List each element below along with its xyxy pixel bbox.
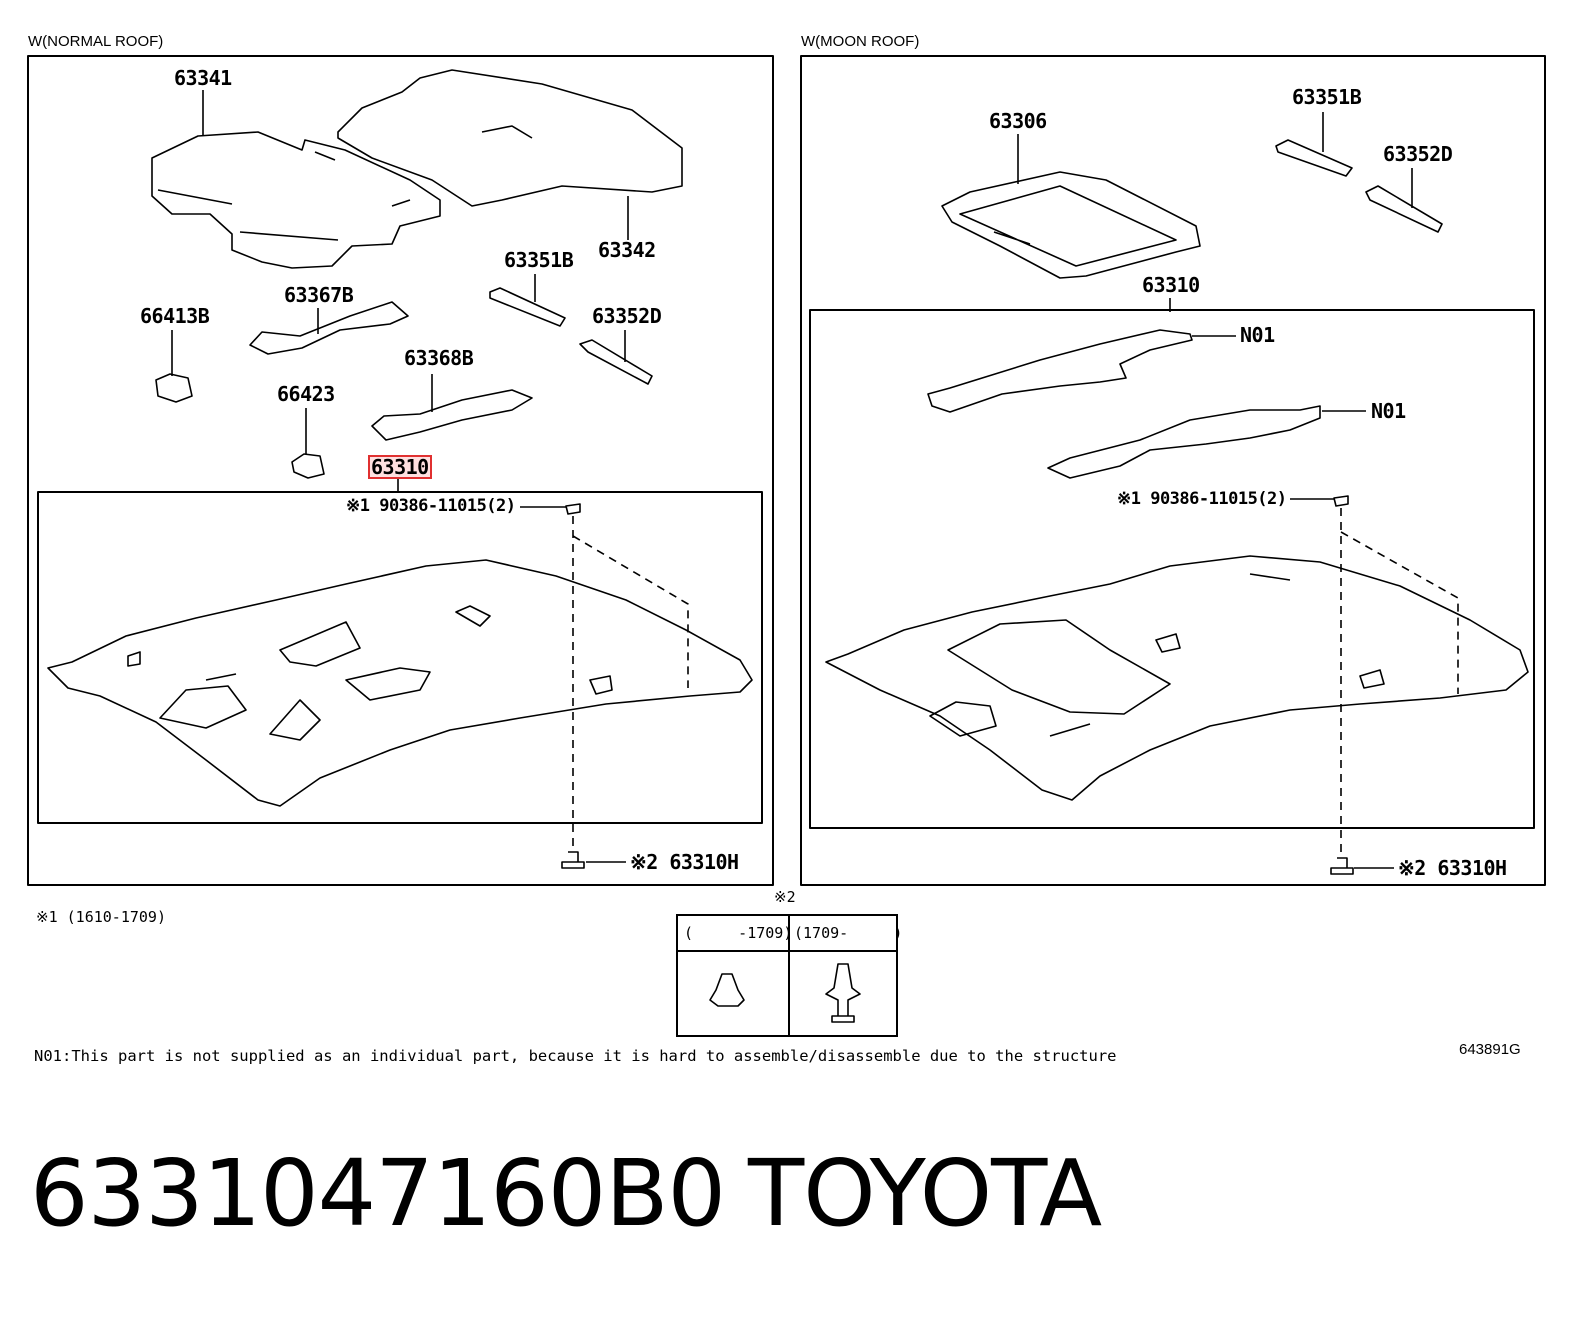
clip-old-type-icon [709, 973, 745, 1007]
part-label-63368b[interactable]: 63368B [404, 346, 474, 370]
part-label-63352d[interactable]: 63352D [592, 304, 662, 328]
brand-caption: TOYOTA [748, 1140, 1102, 1247]
clip-90386-moon-icon [1333, 495, 1349, 507]
part-label-63352d-moon[interactable]: 63352D [1383, 142, 1453, 166]
part-label-63351b-moon[interactable]: 63351B [1292, 85, 1362, 109]
clip-type-legend: ( -1709) (1709- ) [676, 914, 902, 1037]
part-label-66413b[interactable]: 66413B [140, 304, 210, 328]
part-label-63367b[interactable]: 63367B [284, 283, 354, 307]
part-label-63310-highlighted[interactable]: 63310 [368, 455, 432, 479]
diagram-code: 643891G [1459, 1041, 1521, 1058]
normal-roof-frame [27, 55, 774, 886]
part-label-63310-moon[interactable]: 63310 [1142, 273, 1200, 297]
clip-63310h-icon [561, 851, 585, 869]
part-label-n01-upper: N01 [1240, 323, 1275, 347]
strip-63351b [489, 287, 566, 327]
part-label-63351b[interactable]: 63351B [504, 248, 574, 272]
silencer-pad-shape [151, 131, 441, 269]
headliner-normal [47, 559, 753, 807]
moon-roof-frame [800, 55, 1546, 886]
part-label-63310h-moon[interactable]: ※2 63310H [1398, 856, 1507, 880]
sunshade-63306 [941, 171, 1201, 279]
reinforcement-63368b [371, 389, 533, 441]
legend-marker: ※2 [774, 888, 796, 906]
normal-roof-inner-frame [37, 491, 763, 824]
moon-roof-opening [947, 619, 1171, 715]
part-label-63341[interactable]: 63341 [174, 66, 232, 90]
silencer-pad-shape [337, 69, 683, 207]
strip-63351b-moon [1275, 139, 1353, 177]
silencer-pad-detail [157, 125, 533, 241]
n01-supply-note: N01:This part is not supplied as an indi… [34, 1047, 1117, 1065]
part-label-63310h[interactable]: ※2 63310H [630, 850, 739, 874]
sunshade-detail [959, 185, 1177, 267]
reinforcement-n01-lower [1047, 405, 1321, 479]
section-title-normal-roof: W(NORMAL ROOF) [28, 33, 164, 50]
part-label-n01-lower: N01 [1371, 399, 1406, 423]
part-label-63306[interactable]: 63306 [989, 109, 1047, 133]
footnote-date-range: ※1 (1610-1709) [36, 908, 166, 926]
part-label-66423[interactable]: 66423 [277, 382, 335, 406]
headliner-normal-detail [127, 605, 613, 741]
headliner-moon [825, 555, 1529, 801]
clip-new-type-icon [825, 963, 861, 1023]
moon-roof-inner-frame [809, 309, 1535, 829]
strip-63352d [579, 339, 653, 385]
headliner-moon-detail [929, 573, 1385, 737]
strip-63352d-moon [1365, 185, 1443, 233]
clip-label-90386-11015-moon[interactable]: ※1 90386-11015(2) [1117, 489, 1287, 509]
reinforcement-63367b [249, 301, 409, 355]
legend-col-after-1709: (1709- ) [794, 924, 903, 942]
holder-66423 [291, 453, 325, 479]
clip-63310h-moon-icon [1330, 857, 1354, 875]
part-label-63342[interactable]: 63342 [598, 238, 656, 262]
section-title-moon-roof: W(MOON ROOF) [801, 33, 920, 50]
holder-66413b [155, 373, 193, 403]
part-number-caption: 6331047160B0 [30, 1140, 726, 1247]
reinforcement-n01-upper [927, 329, 1193, 413]
legend-col-before-1709: ( -1709) [684, 924, 793, 942]
clip-90386-icon [565, 503, 581, 515]
clip-label-90386-11015[interactable]: ※1 90386-11015(2) [346, 496, 516, 516]
